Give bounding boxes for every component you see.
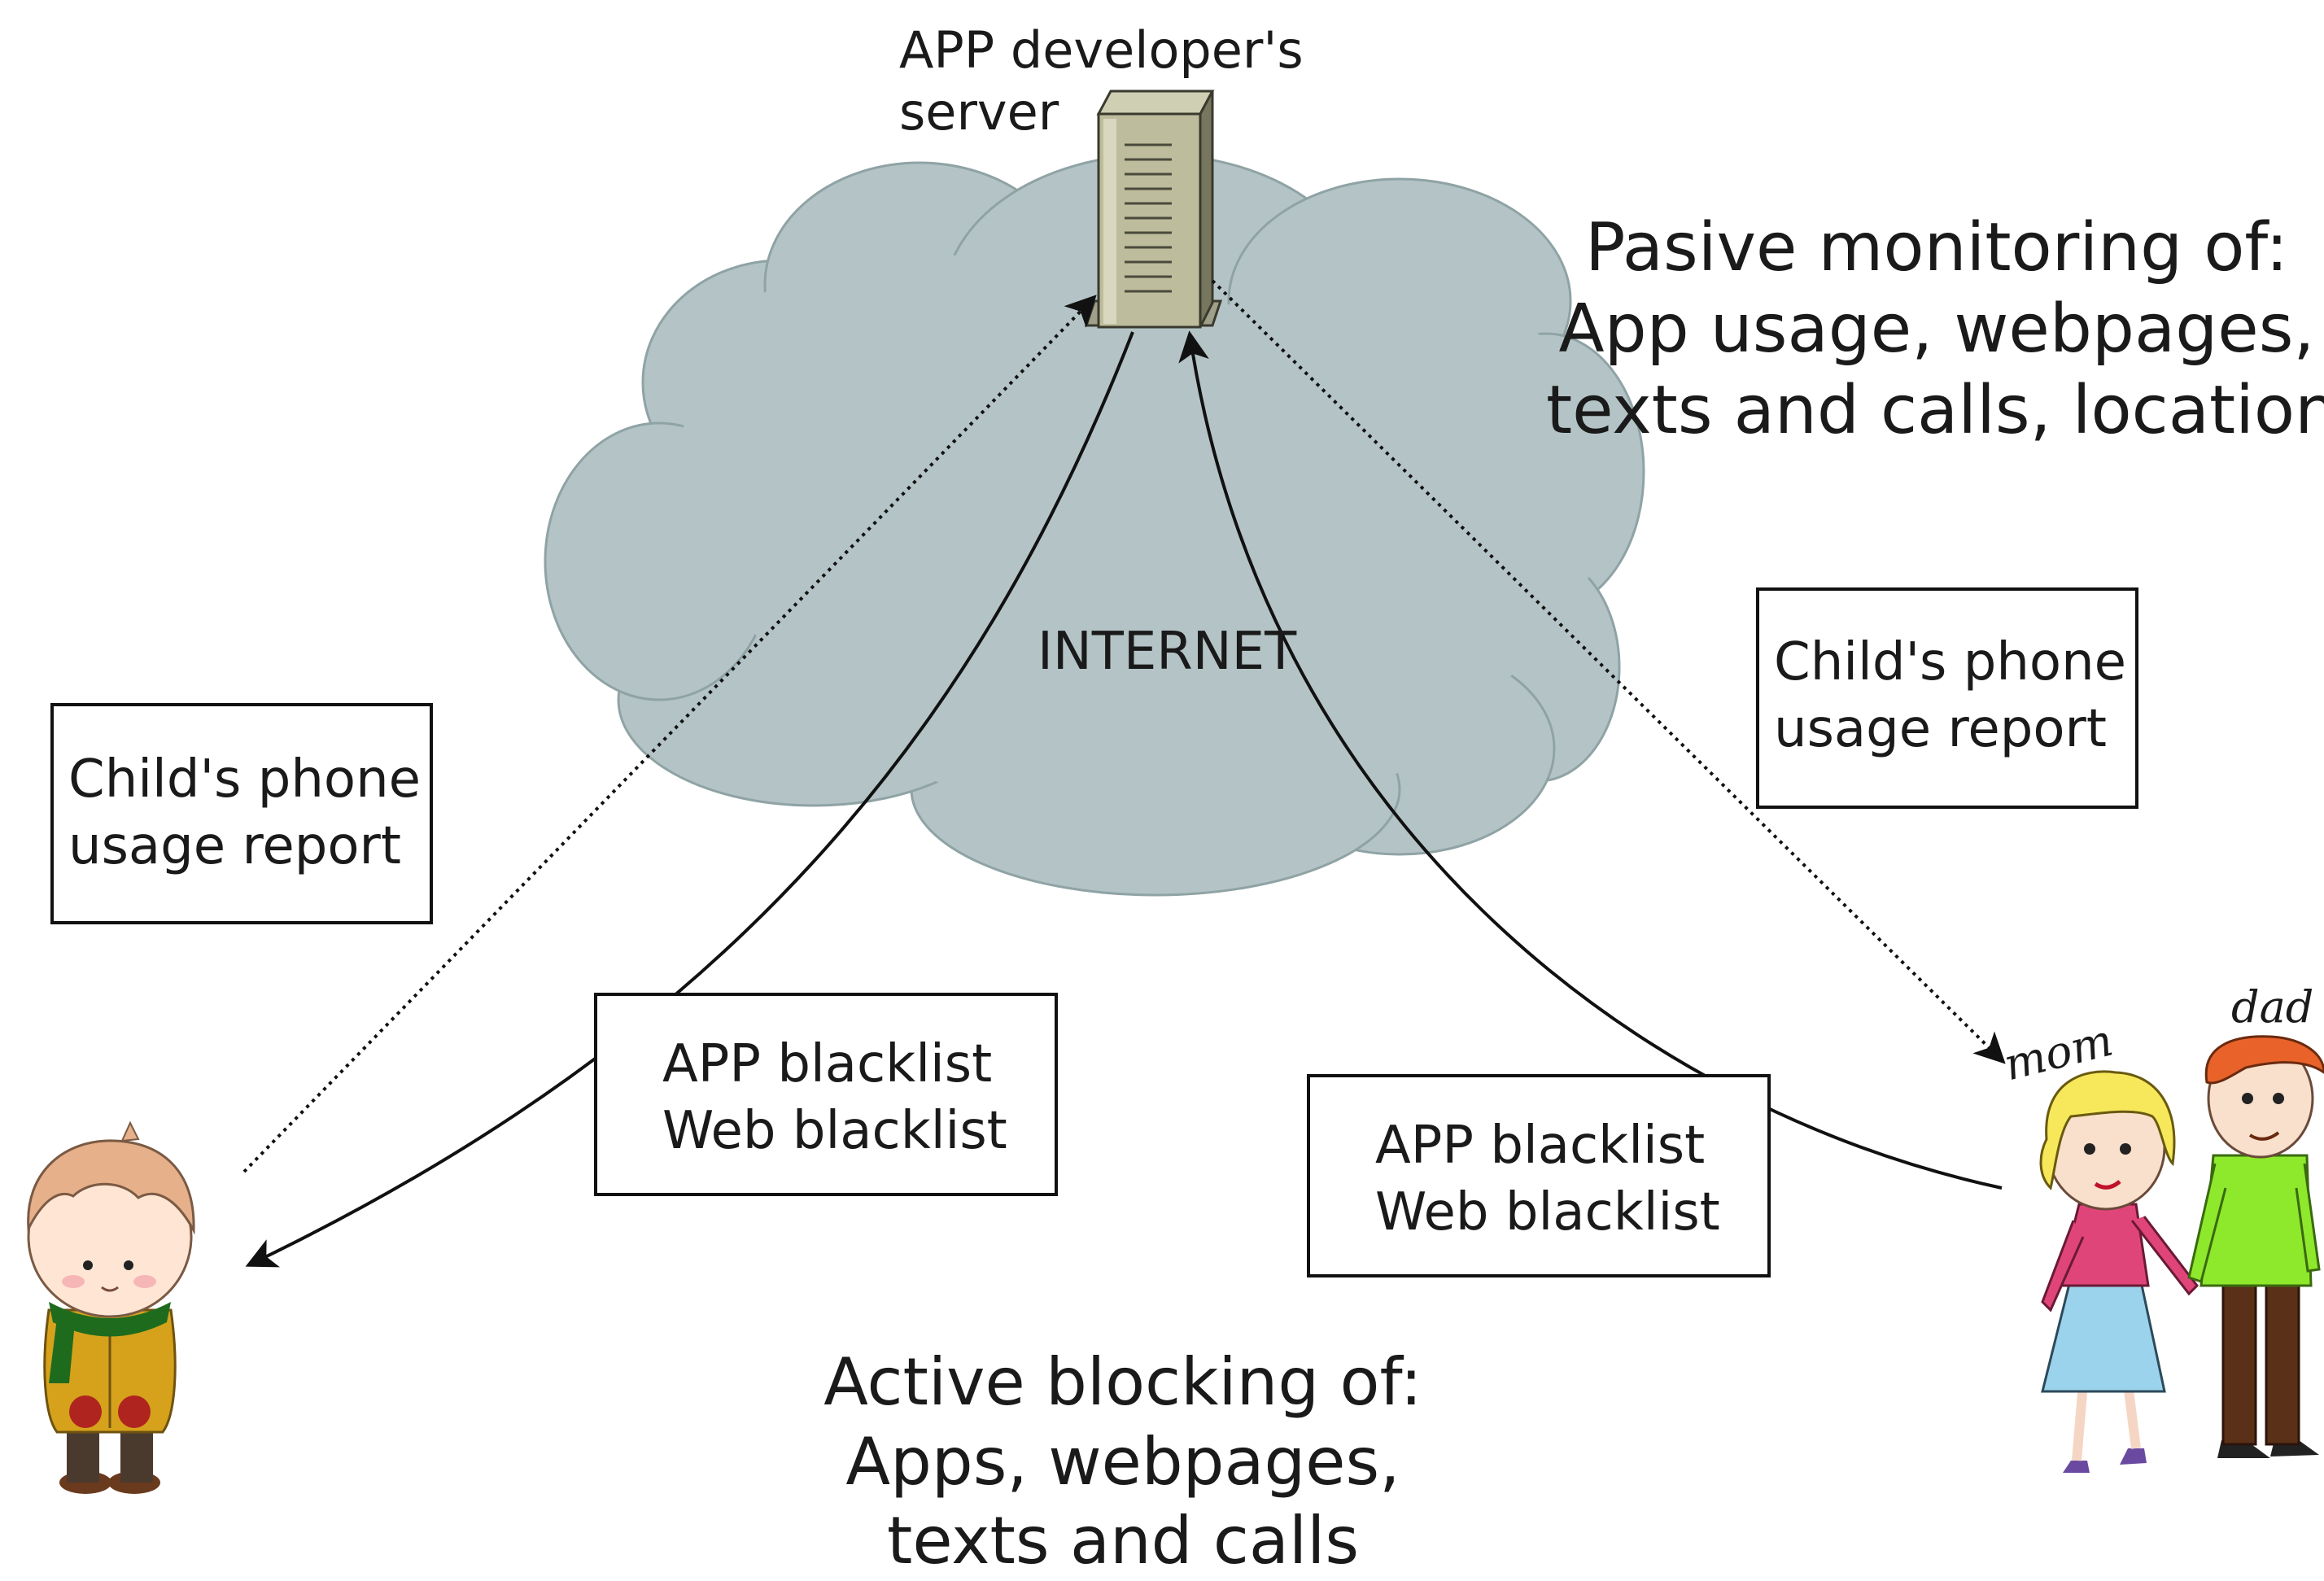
usage-report-box-right: Child's phone usage report (1756, 587, 2138, 809)
usage-report-left-line-1: Child's phone (68, 749, 421, 810)
passive-monitoring-line-3: texts and calls, location (1546, 372, 2324, 450)
blacklist-box-right: APP blacklist Web blacklist (1307, 1074, 1771, 1277)
active-blocking-text: Active blocking of: Apps, webpages, text… (749, 1343, 1497, 1581)
blacklist-left-line-2: Web blacklist (662, 1100, 1007, 1161)
passive-monitoring-line-1: Pasive monitoring of: (1584, 209, 2288, 286)
server-label: APP developer's server (899, 20, 1304, 142)
server-label-line-2: server (899, 81, 1059, 142)
usage-report-right-line-2: usage report (1774, 698, 2107, 759)
dad-figure-icon (2187, 1035, 2324, 1458)
internet-label: INTERNET (1038, 622, 1297, 682)
arrow-blacklist-to-child (245, 331, 1134, 1268)
active-blocking-line-2: Apps, webpages, (845, 1423, 1400, 1500)
mom-figure-icon (2039, 1070, 2199, 1473)
server-tower-icon (1084, 90, 1223, 329)
arrow-report-to-parents (1211, 279, 2006, 1064)
passive-monitoring-line-2: App usage, webpages, (1558, 290, 2315, 369)
dad-label: dad (2231, 981, 2314, 1033)
usage-report-left-line-2: usage report (68, 815, 401, 876)
child-figure-icon (27, 1120, 195, 1494)
active-blocking-line-1: Active blocking of: (823, 1344, 1422, 1420)
blacklist-box-left: APP blacklist Web blacklist (594, 993, 1058, 1196)
internet-cloud (544, 153, 1645, 897)
blacklist-right-line-1: APP blacklist (1375, 1116, 1706, 1176)
blacklist-left-line-1: APP blacklist (662, 1034, 993, 1094)
server-label-line-1: APP developer's (899, 20, 1304, 80)
usage-report-right-line-1: Child's phone (1774, 632, 2126, 692)
active-blocking-line-3: texts and calls (886, 1503, 1360, 1579)
passive-monitoring-text: Pasive monitoring of: App usage, webpage… (1546, 207, 2324, 452)
arrows (242, 279, 2006, 1268)
usage-report-box-left: Child's phone usage report (50, 703, 433, 924)
arrow-blacklist-from-parents (1178, 330, 2003, 1190)
blacklist-right-line-2: Web blacklist (1375, 1181, 1720, 1243)
